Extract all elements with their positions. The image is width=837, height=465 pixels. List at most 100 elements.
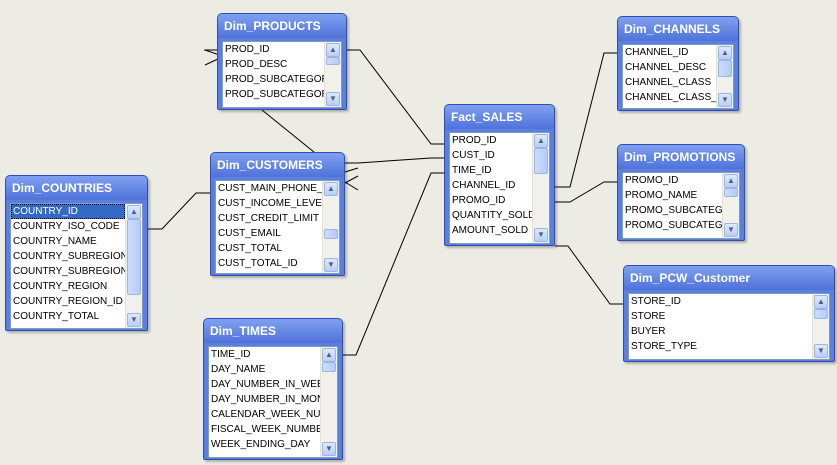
table-title[interactable]: Fact_SALES xyxy=(445,105,554,129)
field-list[interactable]: CHANNEL_ID CHANNEL_DESC CHANNEL_CLASS CHANN… xyxy=(622,44,734,109)
field-item[interactable]: CHANNEL_CLASS xyxy=(625,77,712,88)
field-item[interactable]: COUNTRY_ID xyxy=(11,204,125,219)
field-item[interactable]: COUNTRY_TOTAL xyxy=(13,311,100,322)
table-fact-sales[interactable]: Fact_SALES PROD_ID CUST_ID TIME_ID CHANNEL_… xyxy=(444,104,555,246)
scroll-up-arrow-icon[interactable]: ▲ xyxy=(127,205,141,219)
field-item[interactable]: DAY_NUMBER_IN_MON xyxy=(211,394,320,405)
field-item[interactable]: TIME_ID xyxy=(452,165,492,176)
field-item[interactable]: PROD_DESC xyxy=(225,59,288,70)
field-item[interactable]: CHANNEL_CLASS_I xyxy=(625,92,716,103)
table-title[interactable]: Dim_COUNTRIES xyxy=(6,176,147,200)
scroll-up-arrow-icon[interactable]: ▲ xyxy=(534,134,548,148)
scroll-down-arrow-icon[interactable]: ▼ xyxy=(724,223,738,237)
relationship-line[interactable] xyxy=(344,167,359,173)
field-item[interactable]: QUANTITY_SOLD xyxy=(452,210,532,221)
field-item[interactable]: PROD_ID xyxy=(225,44,270,55)
scroll-up-arrow-icon[interactable]: ▲ xyxy=(322,348,336,362)
field-item[interactable]: PROD_SUBCATEGOR xyxy=(225,89,324,100)
field-item[interactable]: PROMO_ID xyxy=(452,195,506,206)
relationship-line[interactable] xyxy=(555,245,623,305)
field-list[interactable]: TIME_ID DAY_NAME DAY_NUMBER_IN_WEE DAY_NUMB… xyxy=(208,346,338,458)
scroll-up-arrow-icon[interactable]: ▲ xyxy=(326,43,340,57)
scroll-thumb[interactable] xyxy=(724,188,738,197)
field-item[interactable]: PROD_ID xyxy=(452,135,497,146)
scroll-up-arrow-icon[interactable]: ▲ xyxy=(718,46,732,60)
scroll-up-arrow-icon[interactable]: ▲ xyxy=(724,174,738,188)
scrollbar[interactable]: ▲ ▼ xyxy=(322,181,339,273)
table-title[interactable]: Dim_PCW_Customer xyxy=(624,266,834,290)
field-list[interactable]: PROMO_ID PROMO_NAME PROMO_SUBCATEG PROMO_SU… xyxy=(622,172,740,239)
scrollbar[interactable]: ▲ ▼ xyxy=(125,204,142,328)
table-dim-customers[interactable]: Dim_CUSTOMERS CUST_MAIN_PHONE_I CUST_INCO… xyxy=(210,152,345,276)
field-item[interactable]: CHANNEL_DESC xyxy=(625,62,707,73)
field-item[interactable]: STORE_TYPE xyxy=(631,341,697,352)
field-item[interactable]: CUST_TOTAL_ID xyxy=(218,258,298,269)
scrollbar[interactable]: ▲ ▼ xyxy=(532,133,549,243)
field-item[interactable]: DAY_NAME xyxy=(211,364,266,375)
scrollbar[interactable]: ▲ ▼ xyxy=(716,45,733,108)
field-item[interactable]: TIME_ID xyxy=(211,349,251,360)
table-title[interactable]: Dim_TIMES xyxy=(204,319,342,343)
scroll-thumb[interactable] xyxy=(127,219,141,295)
scrollbar[interactable]: ▲ ▼ xyxy=(812,294,829,359)
scrollbar[interactable]: ▲ ▼ xyxy=(320,347,337,457)
scroll-down-arrow-icon[interactable]: ▼ xyxy=(534,228,548,242)
field-item[interactable]: CHANNEL_ID xyxy=(625,47,689,58)
field-item[interactable]: STORE xyxy=(631,311,666,322)
field-list[interactable]: PROD_ID CUST_ID TIME_ID CHANNEL_ID PROMO_ID Q… xyxy=(449,132,550,244)
field-item[interactable]: PROMO_SUBCATEG xyxy=(625,205,722,216)
table-dim-times[interactable]: Dim_TIMES TIME_ID DAY_NAME DAY_NUMBER_IN_W… xyxy=(203,318,343,460)
field-item[interactable]: STORE_ID xyxy=(631,296,681,307)
scroll-down-arrow-icon[interactable]: ▼ xyxy=(324,258,338,272)
field-item[interactable]: CHANNEL_ID xyxy=(452,180,516,191)
field-item[interactable]: PROMO_ID xyxy=(625,175,679,186)
field-item[interactable]: CUST_TOTAL xyxy=(218,243,283,254)
scroll-down-arrow-icon[interactable]: ▼ xyxy=(127,313,141,327)
field-item[interactable]: COUNTRY_REGION_ID xyxy=(13,296,123,307)
field-item[interactable]: CALENDAR_WEEK_NUM xyxy=(211,409,320,420)
relationship-line[interactable] xyxy=(148,192,210,230)
relationship-line[interactable] xyxy=(347,49,444,145)
field-list[interactable]: PROD_ID PROD_DESC PROD_SUBCATEGOR PROD_SUBC… xyxy=(222,41,342,108)
scroll-thumb[interactable] xyxy=(534,148,548,174)
scroll-thumb[interactable] xyxy=(326,57,340,65)
relationship-line[interactable] xyxy=(555,181,617,203)
field-item[interactable]: CUST_ID xyxy=(452,150,495,161)
scrollbar[interactable]: ▲ ▼ xyxy=(324,42,341,107)
field-item[interactable]: CUST_CREDIT_LIMIT xyxy=(218,213,320,224)
table-dim-products[interactable]: Dim_PRODUCTS PROD_ID PROD_DESC PROD_SUBCAT… xyxy=(217,13,347,110)
scroll-thumb[interactable] xyxy=(322,362,336,372)
field-item[interactable]: PROMO_NAME xyxy=(625,190,698,201)
field-item[interactable]: COUNTRY_SUBREGION xyxy=(13,251,125,262)
scroll-up-arrow-icon[interactable]: ▲ xyxy=(324,182,338,196)
field-item[interactable]: CUST_MAIN_PHONE_I xyxy=(218,183,322,194)
table-title[interactable]: Dim_PROMOTIONS xyxy=(618,145,744,169)
table-title[interactable]: Dim_CUSTOMERS xyxy=(211,153,344,177)
scroll-thumb[interactable] xyxy=(814,309,828,319)
field-item[interactable]: PROMO_SUBCATEG xyxy=(625,220,722,231)
relationship-line[interactable] xyxy=(343,172,444,356)
field-item[interactable]: AMOUNT_SOLD xyxy=(452,225,529,236)
table-title[interactable]: Dim_PRODUCTS xyxy=(218,14,346,38)
scroll-down-arrow-icon[interactable]: ▼ xyxy=(322,442,336,456)
table-title[interactable]: Dim_CHANNELS xyxy=(618,17,738,41)
field-item[interactable]: DAY_NUMBER_IN_WEE xyxy=(211,379,320,390)
field-list[interactable]: CUST_MAIN_PHONE_I CUST_INCOME_LEVEL CUST_C… xyxy=(215,180,340,274)
scroll-thumb[interactable] xyxy=(324,229,338,239)
scroll-up-arrow-icon[interactable]: ▲ xyxy=(814,295,828,309)
table-dim-promotions[interactable]: Dim_PROMOTIONS PROMO_ID PROMO_NAME PROMO_S… xyxy=(617,144,745,241)
relationship-line[interactable] xyxy=(555,52,617,188)
field-item[interactable]: COUNTRY_NAME xyxy=(13,236,97,247)
scroll-down-arrow-icon[interactable]: ▼ xyxy=(814,344,828,358)
field-item[interactable]: CUST_INCOME_LEVEL xyxy=(218,198,322,209)
scroll-down-arrow-icon[interactable]: ▼ xyxy=(326,92,340,106)
field-item[interactable]: COUNTRY_SUBREGION_ xyxy=(13,266,125,277)
field-item[interactable]: PROD_SUBCATEGOR xyxy=(225,74,324,85)
relationship-line[interactable] xyxy=(345,157,444,164)
relationship-line[interactable] xyxy=(344,181,359,191)
field-item[interactable]: COUNTRY_REGION xyxy=(13,281,108,292)
